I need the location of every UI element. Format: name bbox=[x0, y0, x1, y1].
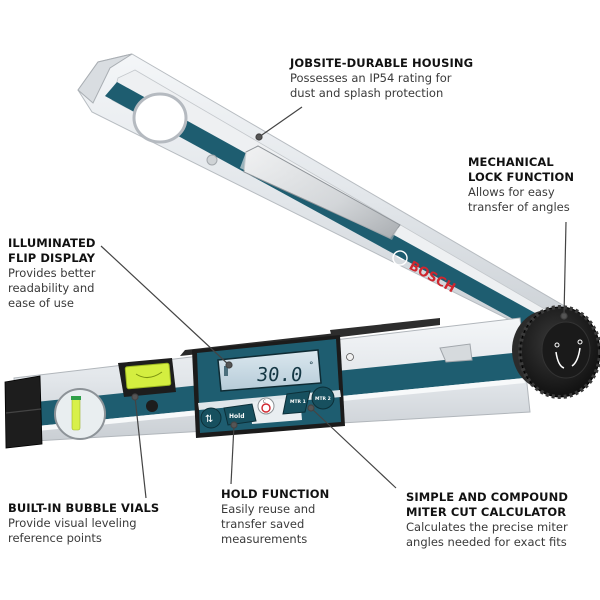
callout-desc-line: Provide visual leveling bbox=[8, 516, 137, 530]
mtr1-label: MTR 1 bbox=[290, 399, 306, 405]
flip-button[interactable]: ⇅ bbox=[200, 407, 222, 429]
upper-arm: BOSCH Professional GAM 220 MF bbox=[77, 53, 586, 353]
unlock-arrow-icon bbox=[555, 351, 565, 369]
callout-title: SIMPLE AND COMPOUND bbox=[406, 490, 568, 504]
lcd-degree-symbol: ° bbox=[309, 361, 314, 371]
callout-desc-line: reference points bbox=[8, 531, 102, 545]
callout-title: MECHANICAL bbox=[468, 155, 554, 169]
callout-desc-line: ease of use bbox=[8, 296, 74, 310]
lcd-reading: 30.0 bbox=[255, 364, 303, 386]
callout-housing: JOBSITE-DURABLE HOUSING Possesses an IP5… bbox=[290, 56, 473, 101]
callout-desc-line: Easily reuse and bbox=[221, 502, 316, 516]
callout-desc-line: transfer saved bbox=[221, 517, 305, 531]
callout-title: MITER CUT CALCULATOR bbox=[406, 505, 567, 519]
callout-desc-line: Possesses an IP54 rating for bbox=[290, 71, 452, 85]
mtr2-button[interactable]: MTR 2 bbox=[311, 386, 335, 410]
power-button[interactable]: C bbox=[257, 397, 275, 415]
callout-title: LOCK FUNCTION bbox=[468, 170, 575, 184]
bosch-logo-icon bbox=[392, 250, 408, 266]
flip-arrows-icon: ⇅ bbox=[205, 414, 213, 425]
callout-desc-line: Calculates the precise miter bbox=[406, 520, 568, 534]
callout-title: HOLD FUNCTION bbox=[221, 487, 330, 501]
svg-text:C: C bbox=[263, 399, 266, 404]
callout-desc-line: Provides better bbox=[8, 266, 96, 280]
callout-mechanical-lock: MECHANICAL LOCK FUNCTION Allows for easy… bbox=[468, 155, 574, 215]
callout-flip-display: ILLUMINATED FLIP DISPLAY Provides better… bbox=[8, 236, 96, 311]
callout-title: FLIP DISPLAY bbox=[8, 251, 96, 265]
hold-button[interactable]: Hold bbox=[223, 403, 257, 426]
hold-label: Hold bbox=[229, 413, 245, 420]
callout-bubble-vials: BUILT-IN BUBBLE VIALS Provide visual lev… bbox=[8, 501, 159, 546]
callout-title: JOBSITE-DURABLE HOUSING bbox=[290, 56, 474, 70]
callout-title: ILLUMINATED bbox=[8, 236, 96, 250]
display-module: 30.0 ° ⇅ Hold C MTR 1 MTR 2 bbox=[192, 335, 345, 438]
callout-hold-function: HOLD FUNCTION Easily reuse and transfer … bbox=[221, 487, 329, 547]
mtr2-label: MTR 2 bbox=[315, 396, 331, 402]
callout-leaders bbox=[100, 106, 568, 499]
callout-desc-line: transfer of angles bbox=[468, 200, 570, 214]
power-icon bbox=[261, 403, 271, 413]
callout-desc-line: angles needed for exact fits bbox=[406, 535, 567, 549]
callout-desc-line: readability and bbox=[8, 281, 95, 295]
lock-knob[interactable] bbox=[512, 305, 600, 399]
callout-desc-line: dust and splash protection bbox=[290, 86, 444, 100]
mtr1-button[interactable]: MTR 1 bbox=[282, 390, 311, 415]
callout-title: BUILT-IN BUBBLE VIALS bbox=[8, 501, 160, 515]
screw-icon bbox=[346, 353, 354, 361]
callout-miter-calculator: SIMPLE AND COMPOUND MITER CUT CALCULATOR… bbox=[406, 490, 568, 550]
callout-desc-line: Allows for easy bbox=[468, 185, 555, 199]
callout-desc-line: measurements bbox=[221, 532, 308, 546]
lock-arrow-icon bbox=[571, 347, 581, 367]
lcd-screen bbox=[217, 349, 322, 392]
